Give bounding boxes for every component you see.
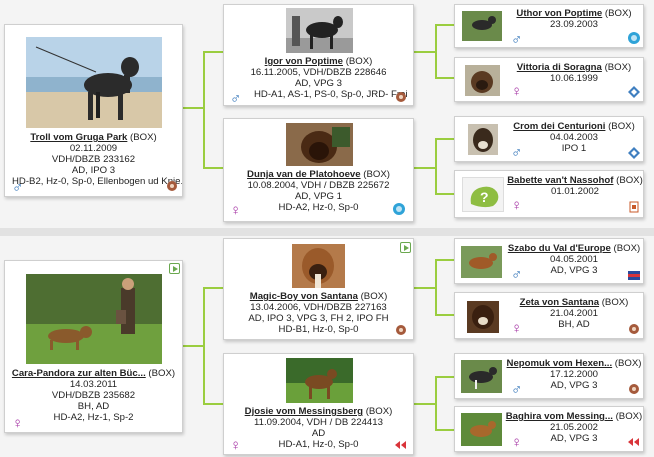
association-logo-icon [628, 147, 640, 159]
dog-name-link[interactable]: Dunja van de Platohoeve [247, 169, 361, 180]
connector-line [183, 107, 204, 109]
male-icon: ♂ [511, 381, 523, 398]
dog-photo-bw[interactable] [286, 8, 353, 53]
dog-card-troll[interactable]: Troll vom Gruga Park (BOX) 02.11.2009 VD… [4, 24, 183, 197]
dog-name-link[interactable]: Zeta von Santana [519, 297, 600, 308]
dog-photo-uthor[interactable] [462, 11, 502, 41]
dog-photo-crom[interactable] [468, 124, 498, 155]
connector-line [435, 193, 454, 195]
dog-card-szabo[interactable]: Szabo du Val d'Europe (BOX) 04.05.2001 A… [454, 238, 644, 284]
connector-line [414, 403, 436, 405]
connector-line [414, 51, 436, 53]
connector-line [435, 376, 454, 378]
dog-card-vittoria[interactable]: Vittoria di Soragna (BOX) 10.06.1999 ♀ [454, 57, 644, 102]
female-icon: ♀ [12, 415, 24, 432]
connector-line [203, 287, 205, 405]
dog-photo-zeta[interactable] [467, 301, 499, 333]
male-icon: ♂ [230, 90, 242, 106]
dog-name-link[interactable]: Cara-Pandora zur alten Büc... [11, 368, 146, 379]
dog-photo-beach[interactable] [26, 37, 162, 128]
club-logo-icon [395, 441, 406, 449]
male-icon: ♂ [511, 266, 523, 283]
connector-line [435, 259, 437, 316]
dog-name-link[interactable]: Troll vom Gruga Park [30, 132, 128, 143]
dog-name-link[interactable]: Babette van't Nassohof [507, 175, 614, 186]
dog-card-magic-boy[interactable]: Magic-Boy von Santana (BOX) 13.04.2006, … [223, 238, 414, 340]
dog-card-crom[interactable]: Crom dei Centurioni (BOX) 04.04.2003 IPO… [454, 116, 644, 162]
connector-line [203, 51, 223, 53]
dog-card-babette[interactable]: ? Babette van't Nassohof (BOX) 01.01.200… [454, 170, 644, 218]
dog-photo-training[interactable] [26, 274, 162, 364]
kennel-logo-icon [629, 384, 639, 394]
female-icon: ♀ [511, 197, 523, 214]
play-video-icon[interactable] [400, 242, 411, 253]
connector-line [435, 24, 454, 26]
connector-line [183, 345, 204, 347]
male-icon: ♂ [12, 179, 24, 196]
svg-text:?: ? [480, 189, 489, 205]
connector-line [435, 429, 454, 431]
connector-line [435, 77, 454, 79]
connector-line [435, 376, 437, 431]
club-logo-icon [628, 32, 640, 44]
dog-photo-baghira[interactable] [461, 413, 502, 446]
club-logo-icon [393, 203, 405, 215]
club-logo-icon [628, 438, 639, 446]
connector-line [435, 138, 454, 140]
connector-line [435, 259, 454, 261]
dog-name-link[interactable]: Crom dei Centurioni [513, 121, 606, 132]
club-logo-icon [629, 201, 639, 213]
connector-line [435, 24, 437, 79]
dog-photo-magic-boy[interactable] [292, 244, 345, 288]
connector-line [203, 51, 205, 169]
female-icon: ♀ [511, 83, 523, 100]
kennel-logo-icon [396, 325, 406, 335]
dog-card-djosie[interactable]: Djosie vom Messingsberg (BOX) 11.09.2004… [223, 353, 414, 455]
connector-line [203, 167, 223, 169]
dog-name-link[interactable]: Baghira vom Messing... [505, 411, 613, 422]
connector-line [414, 167, 436, 169]
female-icon: ♀ [230, 437, 242, 454]
dog-name-link[interactable]: Igor von Poptime [264, 56, 344, 67]
dog-photo-szabo[interactable] [461, 246, 502, 278]
connector-line [414, 287, 436, 289]
dog-card-dunja[interactable]: Dunja van de Platohoeve (BOX) 10.08.2004… [223, 118, 414, 222]
dog-name-link[interactable]: Nepomuk vom Hexen... [506, 358, 613, 369]
connector-line [203, 403, 223, 405]
dog-card-zeta[interactable]: Zeta von Santana (BOX) 21.04.2001 BH, AD… [454, 292, 644, 339]
generation-divider [0, 228, 654, 236]
dog-card-cara[interactable]: Cara-Pandora zur alten Büc... (BOX) 14.0… [4, 260, 183, 433]
female-icon: ♀ [511, 320, 523, 337]
association-logo-icon [628, 86, 640, 98]
connector-line [203, 287, 223, 289]
male-icon: ♂ [511, 144, 523, 161]
dog-name-link[interactable]: Uthor von Poptime [516, 8, 603, 19]
dog-card-igor[interactable]: Igor von Poptime (BOX) 16.11.2005, VDH/D… [223, 4, 414, 106]
dog-photo-djosie[interactable] [286, 358, 353, 403]
connector-line [435, 138, 437, 195]
dog-photo-nepomuk[interactable] [461, 360, 502, 393]
kennel-logo-icon [629, 324, 639, 334]
female-icon: ♀ [230, 202, 242, 219]
dog-photo-vittoria[interactable] [465, 65, 500, 96]
kennel-logo-icon [167, 181, 177, 191]
country-flag-icon [628, 271, 640, 280]
dog-card-uthor[interactable]: Uthor von Poptime (BOX) 23.09.2003 ♂ [454, 4, 644, 48]
no-photo-placeholder[interactable]: ? [462, 177, 504, 212]
dog-name-link[interactable]: Szabo du Val d'Europe [507, 243, 611, 254]
dog-name-link[interactable]: Magic-Boy von Santana [249, 291, 358, 302]
kennel-logo-icon [396, 92, 406, 102]
dog-card-nepomuk[interactable]: Nepomuk vom Hexen... (BOX) 17.12.2000 AD… [454, 353, 644, 399]
male-icon: ♂ [511, 31, 523, 48]
play-video-icon[interactable] [169, 263, 180, 274]
connector-line [435, 314, 454, 316]
dog-photo-dunja[interactable] [286, 123, 353, 166]
dog-name-link[interactable]: Vittoria di Soragna [516, 62, 602, 73]
dog-name-link[interactable]: Djosie vom Messingsberg [244, 406, 364, 417]
dog-card-baghira[interactable]: Baghira vom Messing... (BOX) 21.05.2002 … [454, 406, 644, 452]
female-icon: ♀ [511, 434, 523, 451]
